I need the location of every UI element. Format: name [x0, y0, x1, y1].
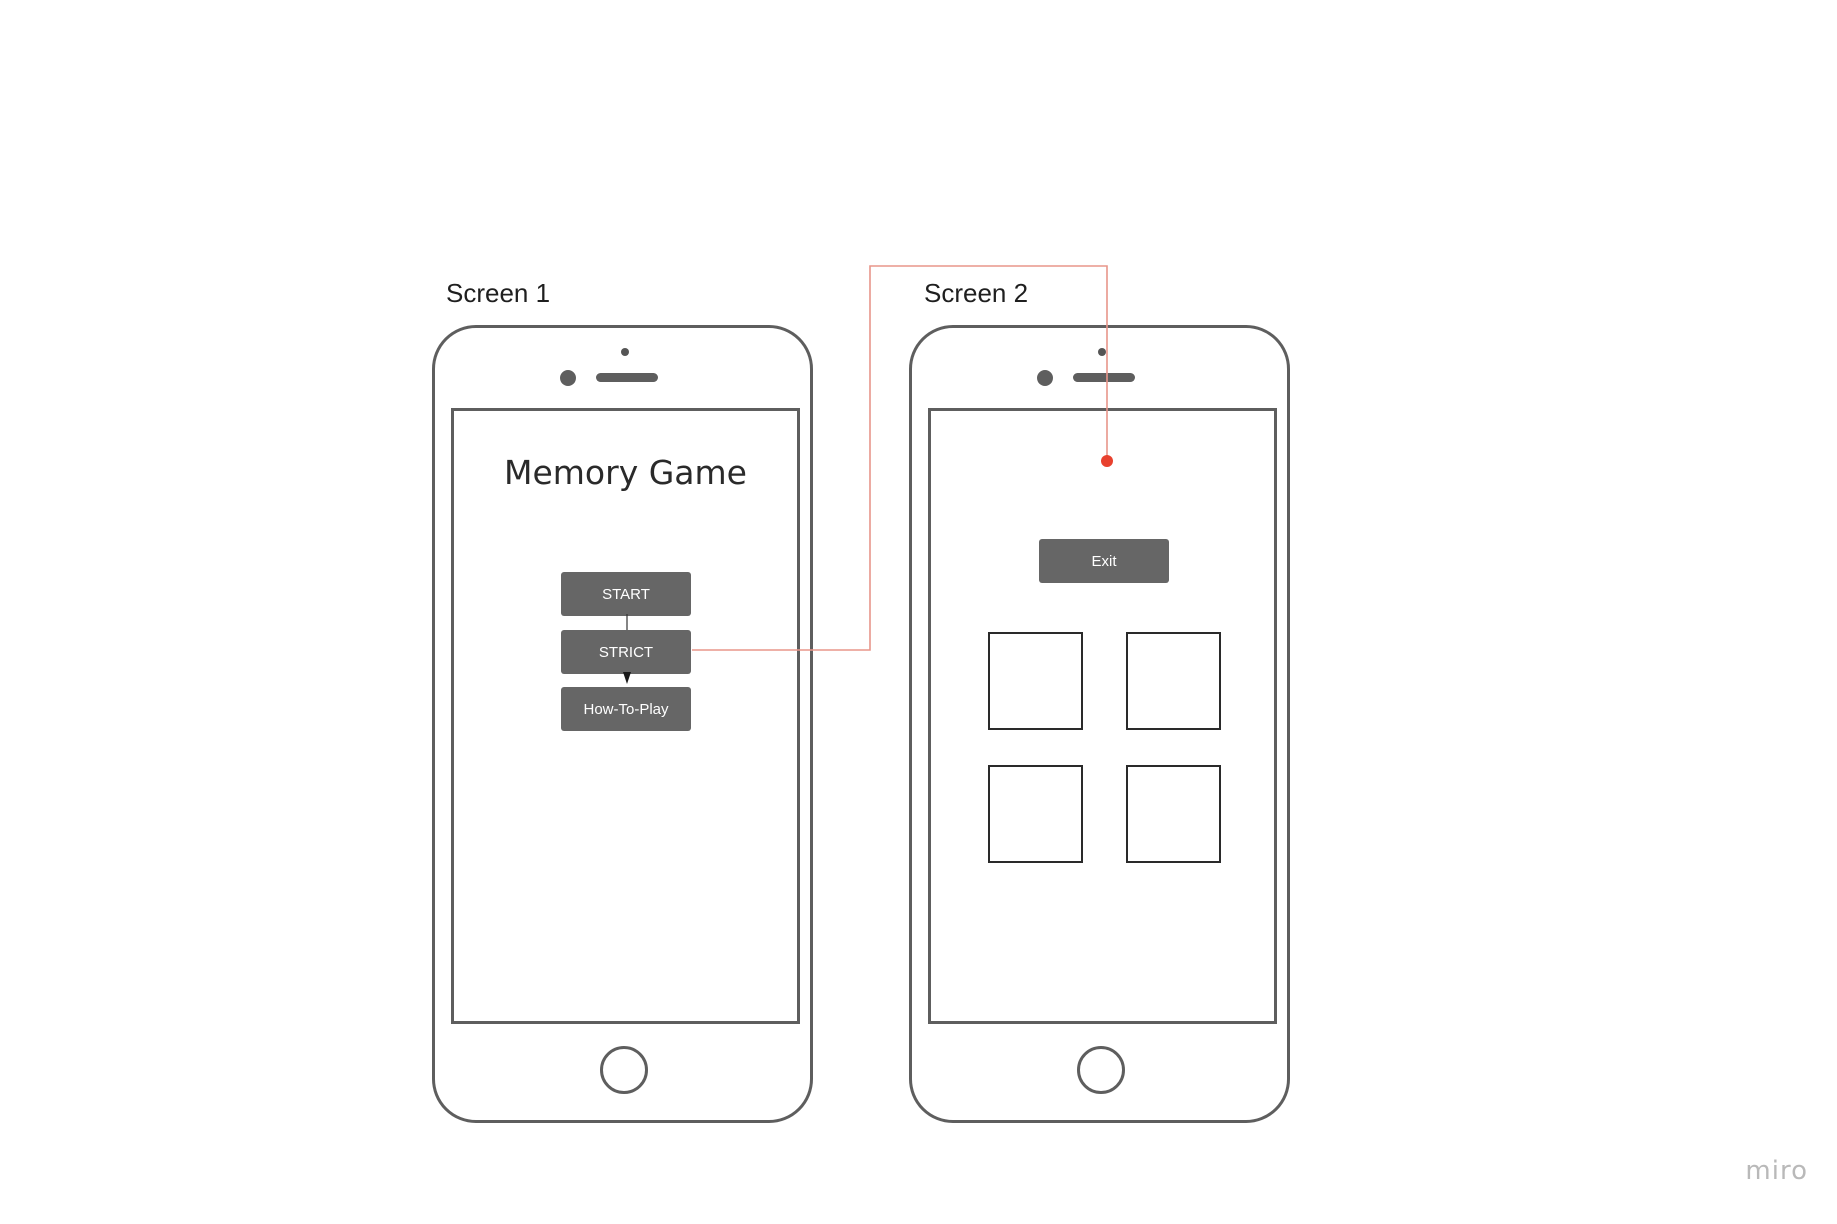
camera-icon	[560, 370, 576, 386]
phone-frame-screen-1: Memory Game START STRICT How-To-Play	[432, 325, 813, 1123]
strict-button[interactable]: STRICT	[561, 630, 691, 674]
phone-screen-1: Memory Game START STRICT How-To-Play	[451, 408, 800, 1024]
home-button[interactable]	[600, 1046, 648, 1094]
memory-tile[interactable]	[1126, 765, 1221, 863]
screen-2-label: Screen 2	[924, 278, 1029, 308]
memory-tile[interactable]	[988, 765, 1083, 863]
screen-1-label: Screen 1	[446, 278, 551, 308]
phone-screen-2: Exit	[928, 408, 1277, 1024]
speaker-icon	[1073, 373, 1135, 382]
sensor-dot-icon	[621, 348, 629, 356]
start-button[interactable]: START	[561, 572, 691, 616]
home-button[interactable]	[1077, 1046, 1125, 1094]
exit-button[interactable]: Exit	[1039, 539, 1169, 583]
camera-icon	[1037, 370, 1053, 386]
miro-watermark: miro	[1745, 1156, 1808, 1186]
memory-tile[interactable]	[988, 632, 1083, 730]
phone-frame-screen-2: Exit	[909, 325, 1290, 1123]
memory-tile[interactable]	[1126, 632, 1221, 730]
speaker-icon	[596, 373, 658, 382]
sensor-dot-icon	[1098, 348, 1106, 356]
how-to-play-button[interactable]: How-To-Play	[561, 687, 691, 731]
app-title: Memory Game	[504, 453, 747, 492]
